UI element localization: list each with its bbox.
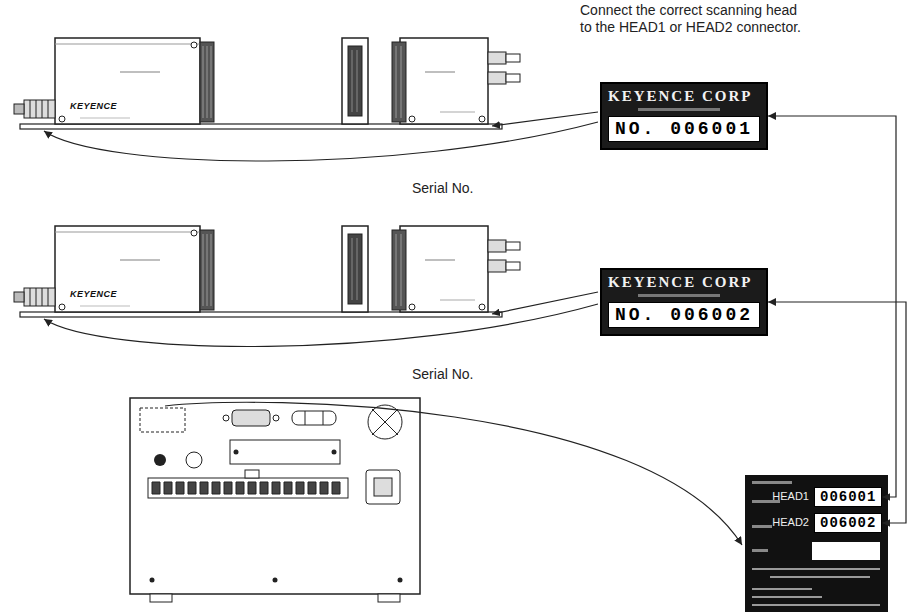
scanning-head-1 bbox=[14, 38, 520, 129]
serial-plate: KEYENCE CORP NO. 006001 bbox=[600, 82, 768, 150]
leader-line bbox=[492, 112, 598, 126]
serial-plate: KEYENCE CORP NO. 006002 bbox=[600, 268, 768, 336]
controller-rear-panel bbox=[130, 398, 420, 602]
serial-number: 006002 bbox=[820, 515, 876, 531]
leader-line bbox=[165, 402, 742, 545]
head-name: HEAD2 bbox=[772, 516, 809, 528]
serial-number: NO. 006001 bbox=[608, 116, 760, 142]
serial-match-line bbox=[768, 302, 906, 523]
maker-name: KEYENCE CORP bbox=[608, 274, 760, 291]
serial-match-line bbox=[768, 116, 896, 497]
leader-line bbox=[44, 122, 598, 161]
leader-line bbox=[492, 292, 598, 314]
instruction-note: Connect the correct scanning head to the… bbox=[580, 2, 802, 36]
serial-caption: Serial No. bbox=[410, 366, 475, 382]
scanning-head-2 bbox=[14, 226, 520, 317]
plate-print bbox=[638, 108, 720, 111]
serial-number: 006001 bbox=[820, 489, 876, 505]
head-name: HEAD1 bbox=[772, 490, 809, 502]
maker-name: KEYENCE CORP bbox=[608, 88, 760, 105]
serial-caption: Serial No. bbox=[410, 180, 475, 196]
serial-cell: HEAD2006002 bbox=[814, 513, 882, 533]
serial-cell: HEAD1006001 bbox=[814, 487, 882, 507]
serial-number: NO. 006002 bbox=[608, 302, 760, 328]
brand-mark: KEYENCE bbox=[70, 289, 117, 299]
leader-line bbox=[44, 304, 598, 346]
plate-print bbox=[638, 294, 720, 297]
brand-mark: KEYENCE bbox=[70, 101, 117, 111]
controller-label bbox=[745, 475, 888, 612]
